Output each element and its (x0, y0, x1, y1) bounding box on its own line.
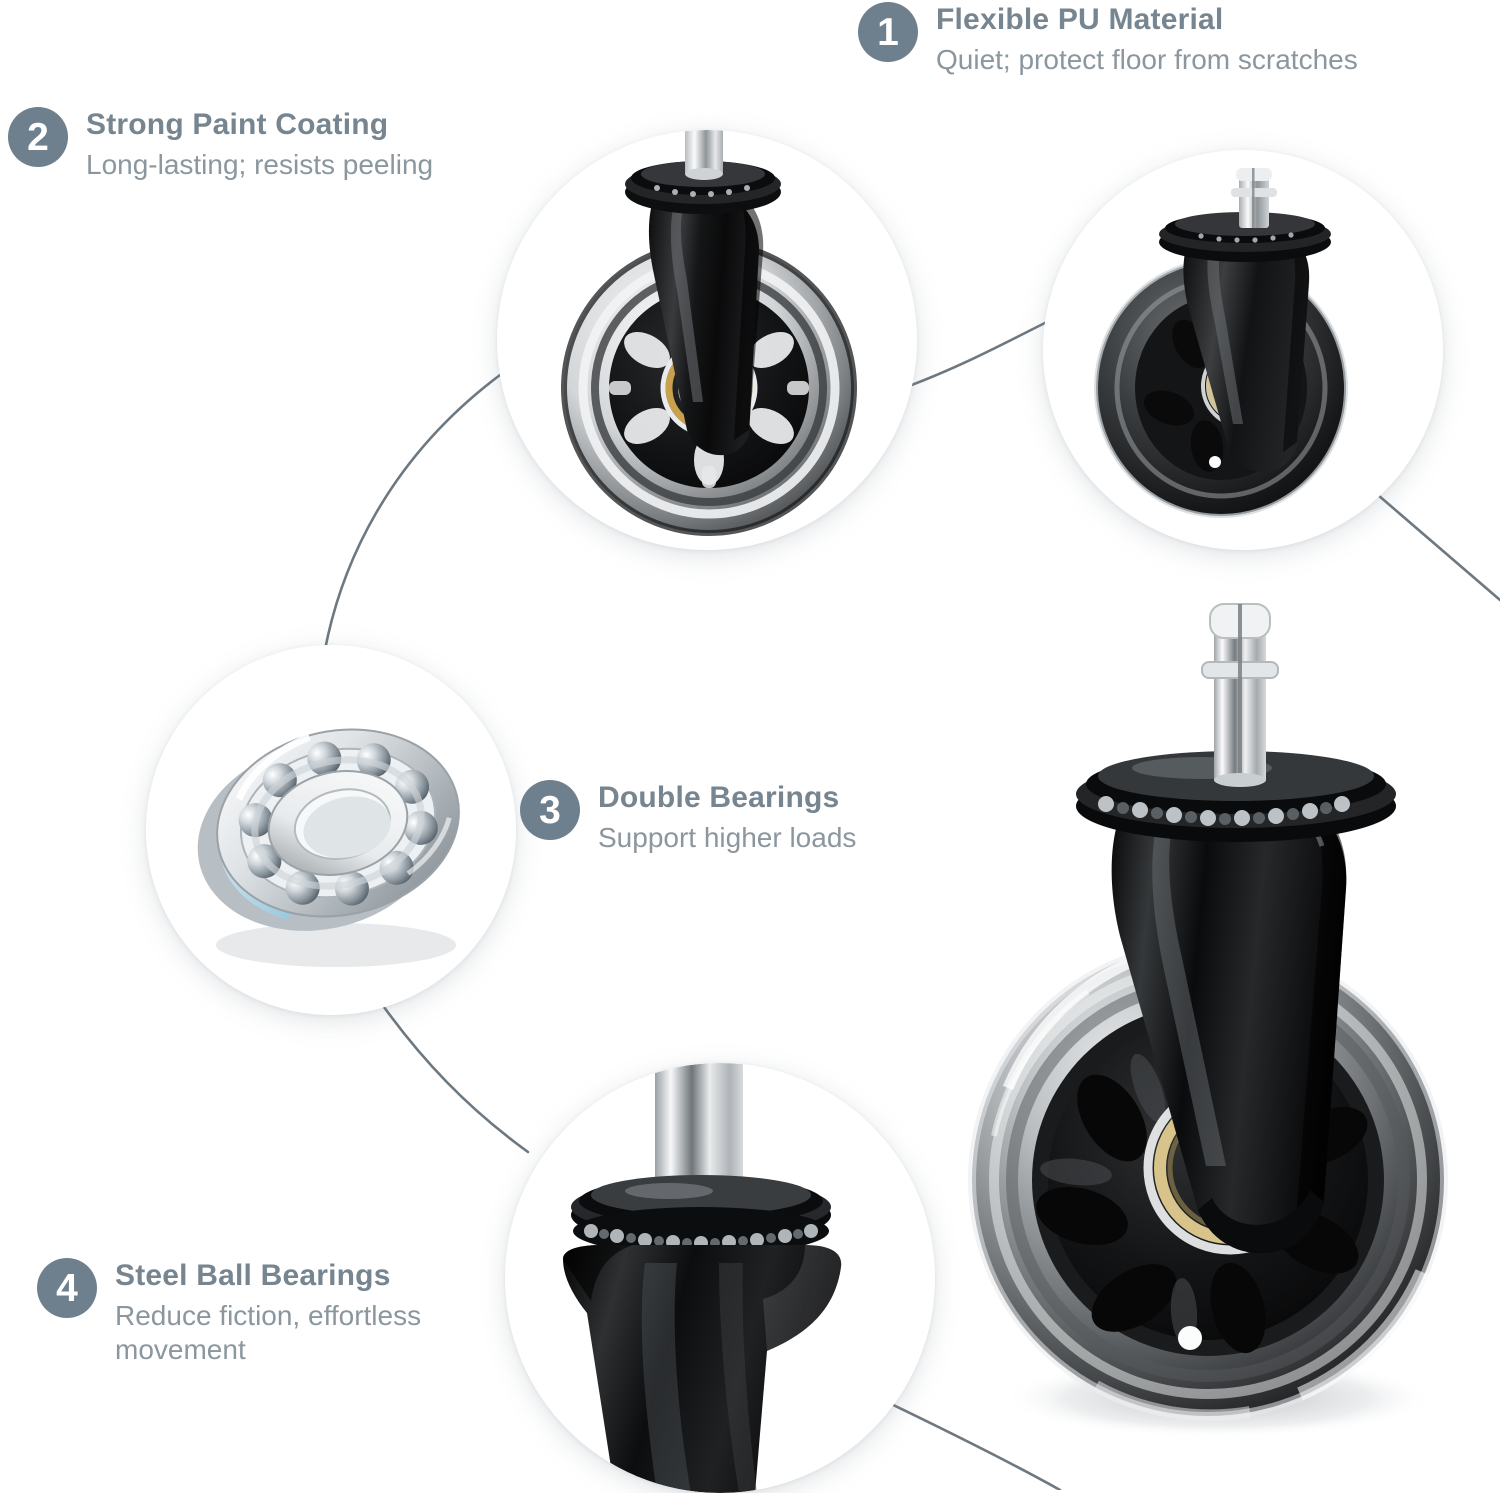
feature-image-double-bearings (146, 645, 516, 1015)
feature-desc-1: Quiet; protect floor from scratches (936, 43, 1358, 75)
feature-desc-2: Long-lasting; resists peeling (86, 148, 434, 180)
feature-desc-4: Reduce fiction, effortless movement (115, 1299, 422, 1365)
feature-image-paint-coating (497, 130, 917, 550)
feature-title-3: Double Bearings (598, 781, 840, 814)
painted-caster-fork-art (497, 130, 917, 550)
feature-number-badge-2: 2 (8, 107, 68, 167)
feature-image-pu-material (1043, 150, 1443, 550)
feature-text-2: Strong Paint Coating Long-lasting; resis… (86, 107, 433, 182)
pu-caster-wheel-art (1043, 150, 1443, 550)
feature-callout-4: 4 Steel Ball Bearings Reduce fiction, ef… (37, 1258, 475, 1367)
feature-number-badge-3: 3 (520, 780, 580, 840)
feature-number-badge-4: 4 (37, 1258, 97, 1318)
feature-callout-1: 1 Flexible PU Material Quiet; protect fl… (858, 2, 1358, 77)
hero-product-image (930, 570, 1500, 1470)
feature-text-3: Double Bearings Support higher loads (598, 780, 856, 855)
feature-callout-3: 3 Double Bearings Support higher loads (520, 780, 856, 855)
swivel-stem-art (505, 1063, 935, 1493)
feature-desc-3: Support higher loads (598, 821, 857, 853)
feature-title-1: Flexible PU Material (936, 3, 1224, 36)
large-caster-art (968, 603, 1448, 1438)
feature-callout-2: 2 Strong Paint Coating Long-lasting; res… (8, 107, 433, 182)
feature-number-badge-1: 1 (858, 2, 918, 62)
steel-ball-bearing-art (146, 645, 516, 1015)
feature-text-4: Steel Ball Bearings Reduce fiction, effo… (115, 1258, 475, 1367)
feature-image-steel-ball-bearings (505, 1063, 935, 1493)
feature-title-2: Strong Paint Coating (86, 108, 389, 141)
feature-text-1: Flexible PU Material Quiet; protect floo… (936, 2, 1358, 77)
feature-title-4: Steel Ball Bearings (115, 1259, 391, 1292)
